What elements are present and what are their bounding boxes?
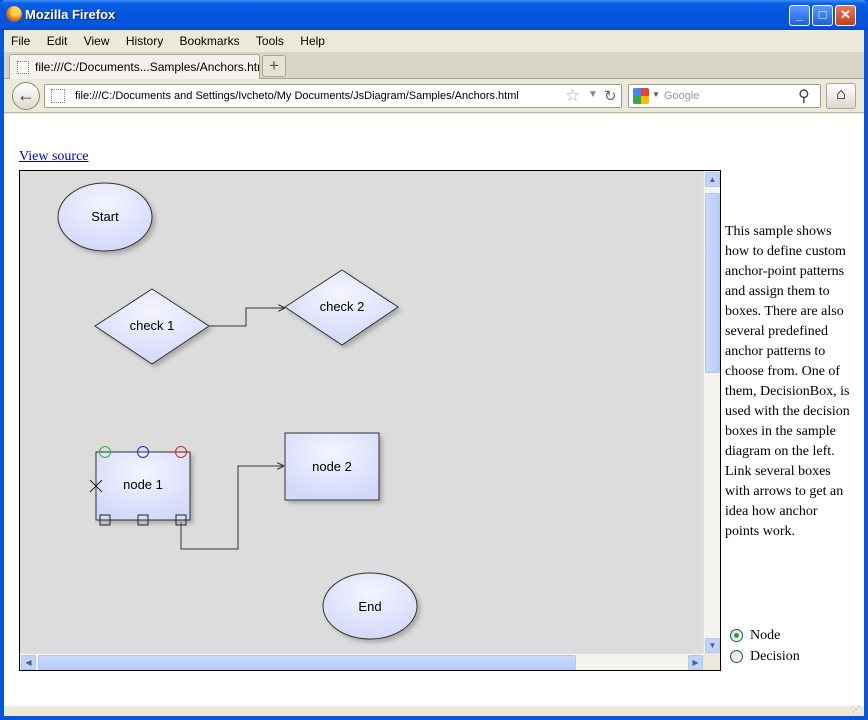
resize-grip-icon[interactable]: ⋰ <box>852 705 860 714</box>
scroll-right-icon[interactable]: ▶ <box>688 655 703 670</box>
minimize-button[interactable]: _ <box>789 5 810 26</box>
anchor-point-in[interactable] <box>137 446 149 458</box>
diagram-view[interactable]: Start check 1 check 2 node 1 <box>19 170 721 671</box>
node-label: node 2 <box>312 459 352 474</box>
menu-bookmarks[interactable]: Bookmarks <box>179 34 240 48</box>
search-engine-dropdown-icon[interactable]: ▼ <box>652 90 660 99</box>
node-label: node 1 <box>123 477 163 492</box>
radio-button-checked[interactable] <box>730 629 743 642</box>
anchor-point-x[interactable] <box>89 479 103 493</box>
anchor-point-out[interactable] <box>99 514 111 526</box>
scroll-up-icon[interactable]: ▲ <box>705 172 720 187</box>
status-bar: ⋰ <box>4 705 864 716</box>
site-identity-icon <box>51 89 65 103</box>
sample-description: This sample shows how to define custom a… <box>725 224 850 539</box>
scroll-corner <box>703 653 720 670</box>
anchor-point-out[interactable] <box>175 514 187 526</box>
url-input[interactable]: file:///C:/Documents and Settings/Ivchet… <box>75 90 519 102</box>
node-node1[interactable]: node 1 <box>89 446 191 526</box>
menu-bar: File Edit View History Bookmarks Tools H… <box>4 30 864 52</box>
new-tab-button[interactable]: + <box>262 55 286 77</box>
radio-decision[interactable]: Decision <box>730 646 800 667</box>
page-icon <box>17 61 29 74</box>
anchor-point-in[interactable] <box>99 446 111 458</box>
diagram-canvas[interactable]: Start check 1 check 2 node 1 <box>20 171 704 654</box>
search-input[interactable]: Google <box>664 90 700 102</box>
radio-button[interactable] <box>730 650 743 663</box>
vertical-scroll-thumb[interactable] <box>705 193 720 373</box>
search-icon[interactable]: ⚲ <box>798 88 810 105</box>
close-button[interactable]: ✕ <box>835 5 856 26</box>
firefox-icon <box>6 6 22 22</box>
node-check1[interactable]: check 1 <box>94 288 210 365</box>
node-node2[interactable]: node 2 <box>284 432 380 501</box>
bookmark-star-icon[interactable]: ☆ <box>565 86 581 105</box>
tab-strip: file:///C:/Documents...Samples/Anchors.h… <box>4 52 864 79</box>
menu-file[interactable]: File <box>11 34 31 48</box>
tab-label: file:///C:/Documents...Samples/Anchors.h… <box>35 60 260 74</box>
radio-label: Node <box>750 627 781 643</box>
node-start[interactable]: Start <box>57 182 153 252</box>
shape-radio-group: Node Decision <box>730 625 800 667</box>
horizontal-scrollbar[interactable]: ◀ ▶ <box>20 653 704 670</box>
url-dropdown-icon[interactable]: ▼ <box>588 89 598 100</box>
node-end[interactable]: End <box>322 572 418 640</box>
anchor-point-in[interactable] <box>175 446 187 458</box>
menu-view[interactable]: View <box>83 34 110 48</box>
maximize-button[interactable]: □ <box>812 5 833 26</box>
scroll-down-icon[interactable]: ▼ <box>705 638 720 653</box>
node-label: check 1 <box>130 318 175 333</box>
link-node1-node2[interactable] <box>180 466 284 550</box>
horizontal-scroll-thumb[interactable] <box>38 655 576 670</box>
tab-anchors[interactable]: file:///C:/Documents...Samples/Anchors.h… <box>9 54 260 79</box>
page-content: View source <box>4 114 864 706</box>
menu-edit[interactable]: Edit <box>46 34 68 48</box>
radio-node[interactable]: Node <box>730 625 800 646</box>
home-button[interactable]: ⌂ <box>826 83 856 109</box>
node-label: Start <box>91 209 119 224</box>
scroll-left-icon[interactable]: ◀ <box>21 655 36 670</box>
url-bar[interactable]: file:///C:/Documents and Settings/Ivchet… <box>44 84 622 108</box>
title-bar: Mozilla Firefox _ □ ✕ <box>0 0 868 30</box>
view-source-link[interactable]: View source <box>19 149 89 164</box>
menu-history[interactable]: History <box>125 34 164 48</box>
node-label: End <box>358 599 381 614</box>
google-icon[interactable] <box>633 88 649 104</box>
back-button[interactable]: ← <box>12 82 40 110</box>
menu-tools[interactable]: Tools <box>255 34 284 48</box>
menu-help[interactable]: Help <box>300 34 325 48</box>
search-bar[interactable]: ▼ Google ⚲ <box>628 84 821 108</box>
window-title: Mozilla Firefox <box>25 7 116 22</box>
reload-icon[interactable]: ↻ <box>604 88 617 105</box>
link-check1-check2[interactable] <box>209 308 285 327</box>
radio-label: Decision <box>750 648 800 664</box>
anchor-point-out[interactable] <box>137 514 149 526</box>
node-label: check 2 <box>320 299 365 314</box>
node-check2[interactable]: check 2 <box>284 269 399 346</box>
vertical-scrollbar[interactable]: ▲ ▼ <box>703 171 720 654</box>
navigation-bar: ← file:///C:/Documents and Settings/Ivch… <box>4 79 864 113</box>
